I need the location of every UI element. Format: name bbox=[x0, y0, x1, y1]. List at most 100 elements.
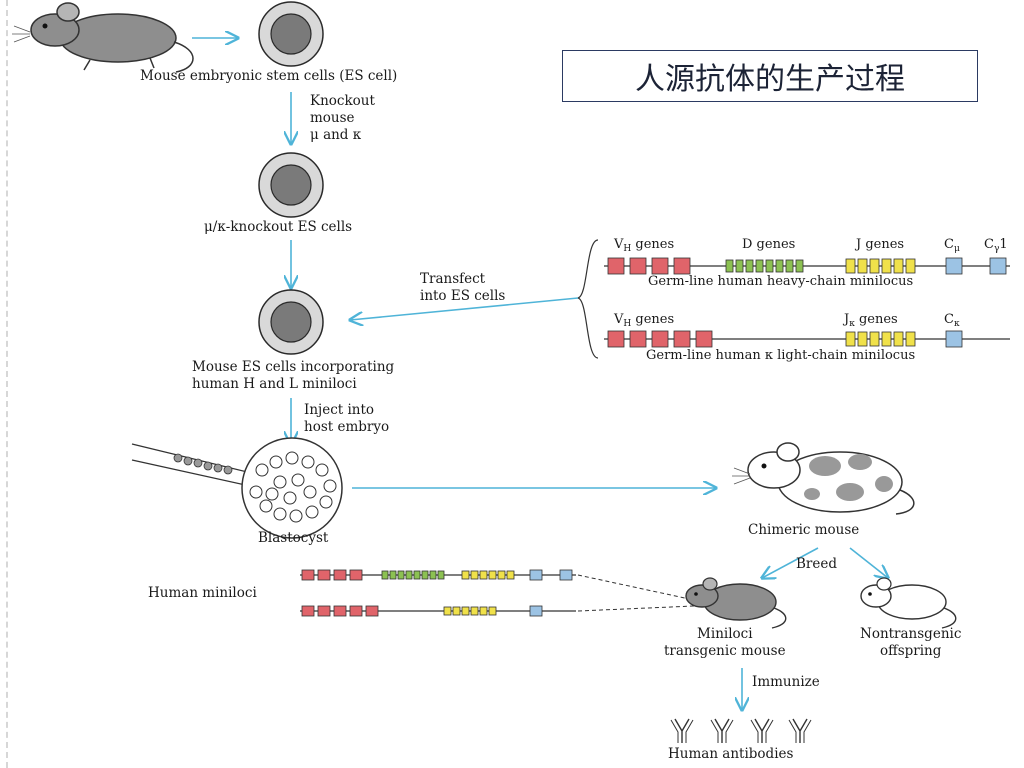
j-segment bbox=[488, 606, 497, 616]
c-segment bbox=[529, 605, 543, 617]
nontransgenic-mouse-illustration bbox=[860, 577, 957, 629]
d-segment bbox=[413, 570, 421, 580]
j-segment bbox=[506, 570, 515, 580]
v-segment bbox=[607, 330, 625, 348]
blastocyst-cell bbox=[265, 487, 279, 501]
label-knockout-step: Knockout mouse μ and κ bbox=[310, 93, 375, 143]
j-segment bbox=[893, 258, 904, 274]
v-segment bbox=[695, 330, 713, 348]
v-segment bbox=[333, 605, 347, 617]
heavy-caption: Germ-line human heavy-chain minilocus bbox=[648, 274, 914, 289]
blastocyst-cell bbox=[273, 507, 287, 521]
c-segment bbox=[529, 569, 543, 581]
arrow-breed-right bbox=[849, 547, 888, 578]
label-breed: Breed bbox=[796, 556, 837, 572]
ko-es-cell-icon bbox=[258, 152, 324, 218]
j-segment bbox=[470, 570, 479, 580]
blastocyst-cell bbox=[305, 505, 319, 519]
j-segment bbox=[461, 606, 470, 616]
light-ck-label: Cκ bbox=[944, 312, 960, 329]
j-segment bbox=[905, 258, 916, 274]
j-segment bbox=[893, 331, 904, 347]
heavy-j-label: J genes bbox=[856, 237, 905, 252]
label-chimeric: Chimeric mouse bbox=[748, 522, 860, 538]
v-segment bbox=[365, 605, 379, 617]
blastocyst-cell bbox=[323, 479, 337, 493]
v-segment bbox=[673, 257, 691, 275]
d-segment bbox=[405, 570, 413, 580]
v-segment bbox=[651, 330, 669, 348]
label-transgenic: Miniloci transgenic mouse bbox=[664, 626, 786, 659]
d-segment bbox=[735, 259, 744, 273]
label-es-cells: Mouse embryonic stem cells (ES cell) bbox=[140, 68, 398, 84]
blastocyst-cell bbox=[249, 485, 263, 499]
v-segment bbox=[349, 605, 363, 617]
blastocyst-cell bbox=[273, 475, 287, 489]
light-caption: Germ-line human κ light-chain minilocus bbox=[646, 348, 916, 363]
d-segment bbox=[437, 570, 445, 580]
arrow-transfect bbox=[350, 297, 579, 320]
arrow-breed-left bbox=[762, 547, 819, 578]
heavy-cgamma-label: Cγ1 bbox=[984, 237, 1008, 254]
antibody-icon bbox=[710, 718, 734, 744]
label-inject: Inject into host embryo bbox=[304, 402, 390, 435]
antibody-icon bbox=[670, 718, 694, 744]
heavy-cmu-label: Cμ bbox=[944, 237, 960, 254]
d-segment bbox=[765, 259, 774, 273]
v-segment bbox=[629, 330, 647, 348]
blastocyst-cell bbox=[303, 485, 317, 499]
d-segment bbox=[381, 570, 389, 580]
j-segment bbox=[488, 570, 497, 580]
blastocyst-cell bbox=[285, 451, 299, 465]
blastocyst-cell bbox=[301, 455, 315, 469]
human-miniloci-diagram bbox=[300, 569, 695, 617]
c-segment bbox=[989, 257, 1007, 275]
j-segment bbox=[845, 331, 856, 347]
minilocus-brace bbox=[577, 239, 599, 359]
d-segment bbox=[725, 259, 734, 273]
d-segment bbox=[775, 259, 784, 273]
d-segment bbox=[389, 570, 397, 580]
d-segment bbox=[795, 259, 804, 273]
heavy-chain-minilocus bbox=[604, 257, 1010, 275]
left-margin-rule bbox=[6, 0, 8, 768]
j-segment bbox=[905, 331, 916, 347]
label-transfect: Transfect into ES cells bbox=[420, 271, 506, 304]
heavy-d-label: D genes bbox=[742, 237, 796, 252]
blastocyst-cell bbox=[283, 491, 297, 505]
c-segment bbox=[559, 569, 573, 581]
blastocyst-cell bbox=[291, 473, 305, 487]
label-blastocyst: Blastocyst bbox=[258, 530, 329, 546]
v-segment bbox=[349, 569, 363, 581]
transfected-es-cell-icon bbox=[258, 289, 324, 355]
antibody-icon bbox=[750, 718, 774, 744]
antibody-icon bbox=[788, 718, 812, 744]
label-antibodies: Human antibodies bbox=[668, 746, 794, 762]
v-segment bbox=[301, 605, 315, 617]
v-segment bbox=[651, 257, 669, 275]
label-nontransgenic: Nontransgenic offspring bbox=[860, 626, 962, 659]
j-segment bbox=[845, 258, 856, 274]
es-cell-icon bbox=[258, 1, 324, 67]
label-human-miniloci: Human miniloci bbox=[148, 585, 257, 601]
j-segment bbox=[479, 606, 488, 616]
j-segment bbox=[881, 258, 892, 274]
j-segment bbox=[857, 258, 868, 274]
v-segment bbox=[333, 569, 347, 581]
label-immunize: Immunize bbox=[752, 674, 820, 690]
blastocyst-illustration bbox=[241, 437, 343, 539]
j-segment bbox=[869, 258, 880, 274]
j-segment bbox=[479, 570, 488, 580]
j-segment bbox=[869, 331, 880, 347]
blastocyst-cell bbox=[269, 455, 283, 469]
donor-mouse-illustration bbox=[12, 2, 194, 73]
blastocyst-cell bbox=[315, 463, 329, 477]
j-segment bbox=[497, 570, 506, 580]
v-segment bbox=[317, 569, 331, 581]
c-segment bbox=[945, 330, 963, 348]
label-incorporating: Mouse ES cells incorporating human H and… bbox=[192, 359, 395, 392]
light-jk-label: Jκ genes bbox=[844, 312, 898, 329]
j-segment bbox=[461, 570, 470, 580]
antibody-icons bbox=[670, 718, 812, 744]
j-segment bbox=[857, 331, 868, 347]
